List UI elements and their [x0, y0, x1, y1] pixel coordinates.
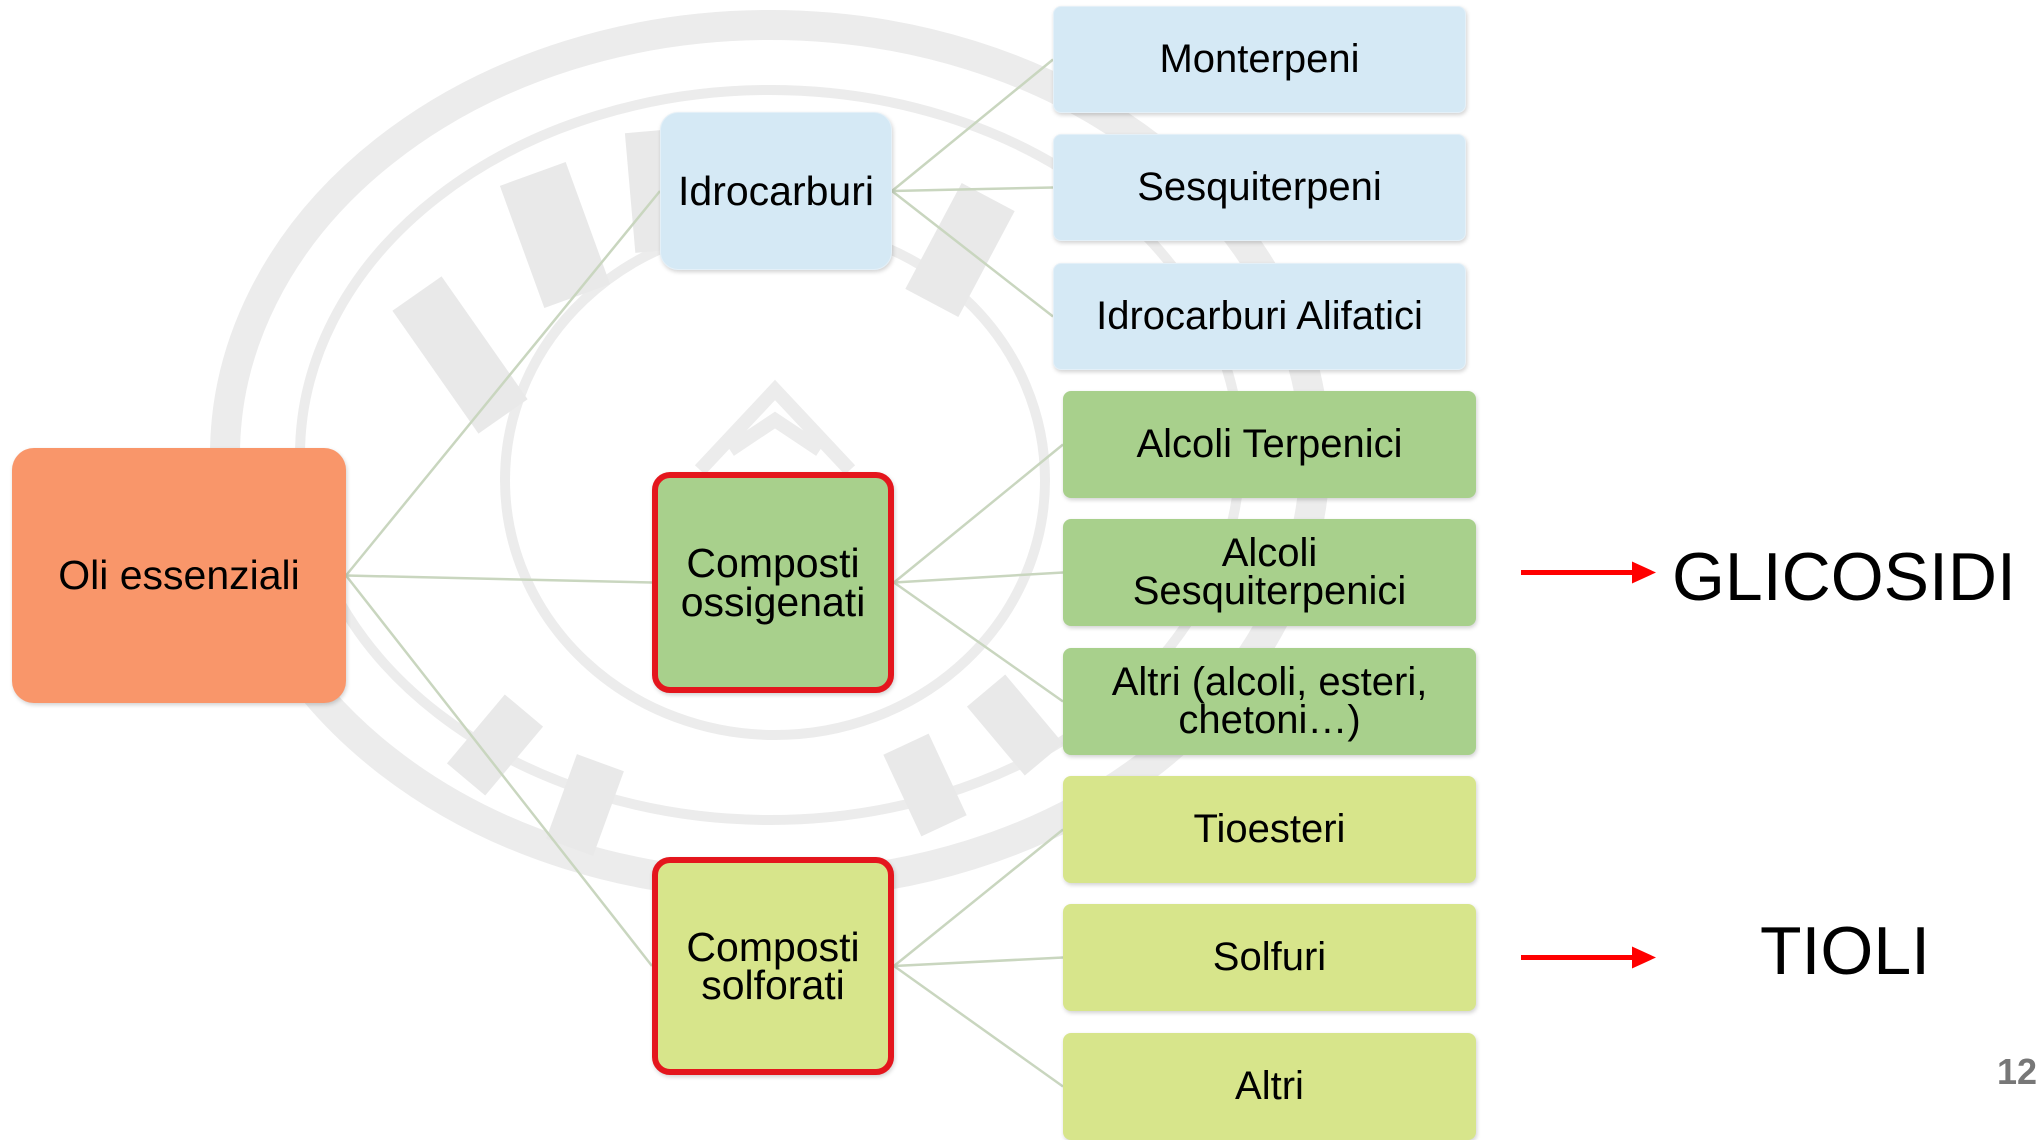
category-node-composti-solforati: Composti solforati [652, 857, 894, 1075]
leaf-label: Altri [1235, 1063, 1304, 1108]
category-label: Idrocarburi [678, 167, 874, 214]
page-number: 12 [1996, 1051, 2037, 1092]
leaf-node-alcoli-sesquiterpenici: Alcoli Sesquiterpenici [1063, 519, 1476, 626]
connector-category-to-leaf [891, 190, 1054, 318]
leaf-label: Alcoli Terpenici [1136, 421, 1403, 466]
category-label: Composti solforati [686, 923, 860, 1008]
callout-arrow [1521, 946, 1656, 969]
leaf-label: Alcoli Sesquiterpenici [1132, 531, 1407, 613]
connector-category-to-leaf [891, 186, 1054, 193]
leaf-label: Idrocarburi Alifatici [1096, 293, 1423, 338]
leaf-node-alcoli-terpenici: Alcoli Terpenici [1063, 391, 1476, 498]
leaf-label: Monterpeni [1159, 36, 1360, 81]
leaf-node-idrocarburi-alifatici: Idrocarburi Alifatici [1053, 263, 1466, 370]
callout-arrow [1521, 561, 1656, 584]
leaf-node-sesquiterpeni: Sesquiterpeni [1053, 134, 1466, 241]
connector-category-to-leaf [893, 443, 1064, 584]
callout-glicosidi: GLICOSIDI [1672, 539, 2016, 615]
connector-category-to-leaf [893, 964, 1064, 1088]
callout-tioli: TIOLI [1760, 913, 1931, 989]
leaf-label: Solfuri [1212, 934, 1327, 979]
leaf-label: Tioesteri [1193, 806, 1346, 851]
connector-category-to-leaf [891, 58, 1054, 192]
leaf-node-altri: Altri [1063, 1033, 1476, 1140]
connector-root-to-category [345, 574, 653, 967]
connector-category-to-leaf [893, 828, 1064, 967]
connector-category-to-leaf [893, 581, 1064, 703]
leaf-label: Altri (alcoli, esteri, chetoni…) [1111, 660, 1428, 742]
leaf-node-altri-alcoli-esteri-chetoni: Altri (alcoli, esteri, chetoni…) [1063, 648, 1476, 755]
connector-category-to-leaf [893, 571, 1064, 584]
root-node-oli-essenziali: Oli essenziali [12, 448, 346, 703]
leaf-node-tioesteri: Tioesteri [1063, 776, 1476, 883]
category-node-composti-ossigenati: Composti ossigenati [652, 472, 894, 693]
leaf-label: Sesquiterpeni [1137, 164, 1382, 209]
connector-category-to-leaf [893, 956, 1064, 968]
root-node-label: Oli essenziali [58, 551, 300, 598]
connector-root-to-category [345, 190, 661, 577]
category-node-idrocarburi: Idrocarburi [660, 112, 892, 270]
leaf-node-monterpeni: Monterpeni [1053, 6, 1466, 113]
category-label: Composti ossigenati [680, 540, 866, 625]
leaf-node-solfuri: Solfuri [1063, 904, 1476, 1011]
connector-root-to-category [345, 574, 653, 584]
